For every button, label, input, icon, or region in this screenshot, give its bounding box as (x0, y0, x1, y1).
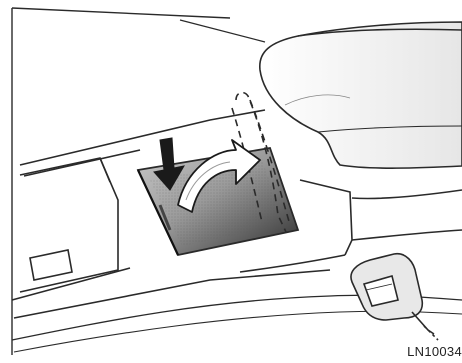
dashboard-lines (180, 20, 265, 42)
armrest (260, 22, 462, 168)
figure-code-label: LN10034 (407, 344, 462, 359)
